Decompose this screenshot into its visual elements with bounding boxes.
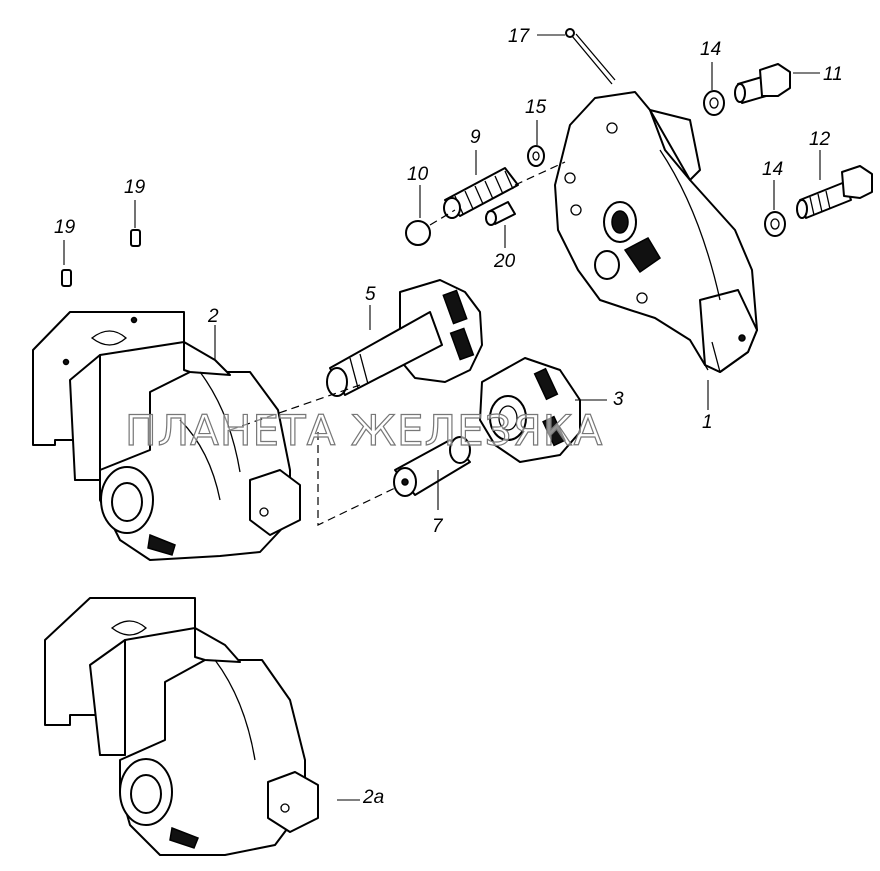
cover-part-1: [554, 91, 758, 373]
bolt-part-11: [734, 63, 791, 104]
pin-part-19-left: [61, 269, 72, 287]
label-12: 12: [809, 129, 831, 150]
label-10: 10: [407, 164, 429, 185]
axle-part-7: [393, 436, 471, 497]
housing-part-2: [32, 311, 301, 561]
ball-part-10: [405, 220, 431, 246]
watermark-text: ПЛАНЕТА ЖЕЛЕЗЯКА: [125, 406, 603, 455]
washer-part-14-bottom: [764, 211, 786, 237]
label-2: 2: [207, 306, 219, 327]
label-19-left: 19: [54, 217, 76, 238]
leader-lines: [63, 34, 821, 801]
label-20: 20: [493, 251, 516, 272]
cotter-pin-part-17: [565, 28, 616, 85]
label-2a: 2а: [362, 787, 384, 808]
label-14-bottom: 14: [762, 159, 783, 180]
shaft-gear-part-5: [326, 279, 483, 397]
label-5: 5: [365, 284, 376, 305]
label-11: 11: [823, 64, 843, 85]
housing-part-2a: [44, 597, 319, 856]
label-1: 1: [702, 412, 713, 433]
gear-part-3: [479, 357, 581, 463]
washer-part-14-top: [703, 90, 725, 116]
label-9: 9: [470, 127, 481, 148]
label-3: 3: [613, 389, 624, 410]
pin-part-19-right: [130, 229, 141, 247]
plunger-part-20: [485, 201, 516, 226]
bolt-part-12: [796, 165, 873, 219]
washer-part-15: [527, 145, 545, 167]
label-14-top: 14: [700, 39, 721, 60]
label-7: 7: [432, 516, 444, 537]
assembly-lines: [229, 161, 566, 526]
label-15: 15: [525, 97, 547, 118]
label-17: 17: [508, 26, 531, 47]
label-19-right: 19: [124, 177, 146, 198]
